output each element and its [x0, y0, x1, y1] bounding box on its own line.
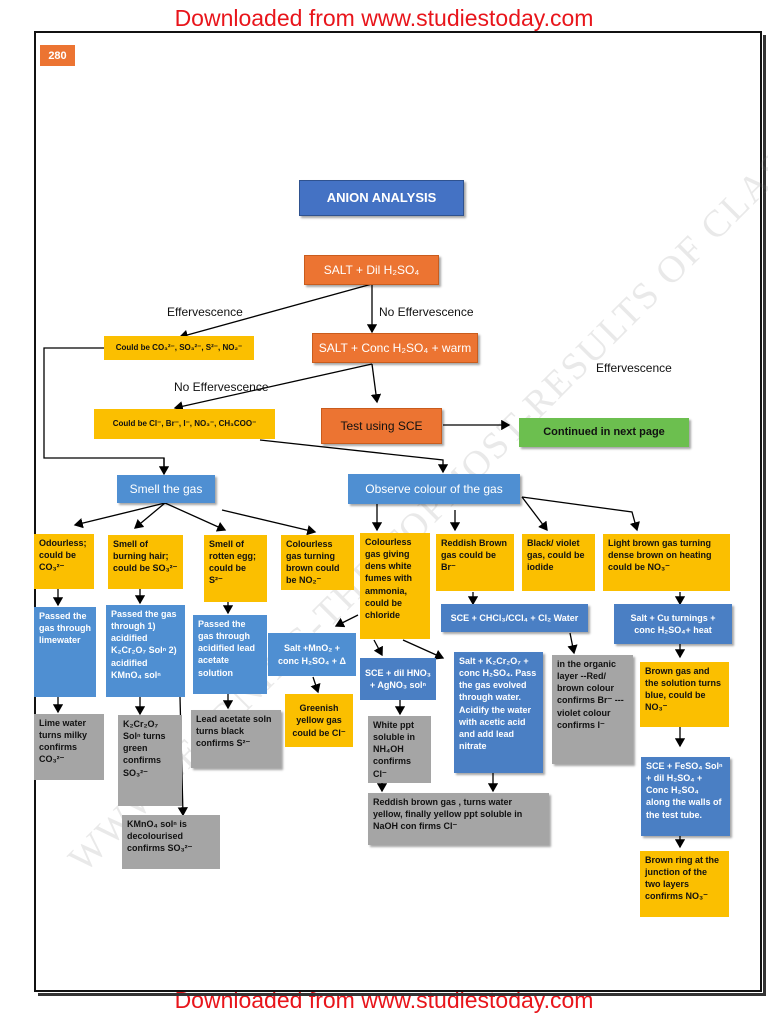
sce-hno3-agno3-box: SCE + dil HNO₃ + AgNO₃ solⁿ: [360, 658, 436, 700]
effervescence-label-2: Effervescence: [596, 361, 672, 375]
salt-dil-h2so4-box: SALT + Dil H₂SO₄: [304, 255, 439, 285]
salt-conc-h2so4-box: SALT + Conc H₂SO₄ + warm: [312, 333, 478, 363]
salt-mno2-box: Salt +MnO₂ + conc H₂SO₄ + Δ: [268, 633, 356, 676]
limewater-milky-box: Lime water turns milky confirms CO₃²⁻: [34, 714, 104, 780]
sce-chcl3-box: SCE + CHCl₃/CCl₄ + Cl₂ Water: [441, 604, 588, 632]
odourless-co3-box: Odourless; could be CO₃²⁻: [34, 534, 94, 589]
title-anion-analysis: ANION ANALYSIS: [299, 180, 464, 216]
sce-feso4-box: SCE + FeSO₄ Solⁿ + dil H₂SO₄ + Conc H₂SO…: [641, 757, 730, 836]
white-ppt-box: White ppt soluble in NH₄OH confirms Cl⁻: [368, 716, 431, 783]
kmno4-decolourised-box: KMnO₄ solⁿ is decolourised confirms SO₃²…: [122, 815, 220, 869]
page-number: 280: [40, 45, 75, 66]
no-effervescence-label-2: No Effervescence: [174, 380, 269, 394]
effervescence-label: Effervescence: [167, 305, 243, 319]
passed-lead-acetate-box: Passed the gas through acidified lead ac…: [193, 615, 267, 694]
colourless-fumes-chloride-box: Colourless gas giving dens white fumes w…: [360, 533, 430, 639]
organic-layer-box: in the organic layer --Red/ brown colour…: [552, 655, 633, 764]
brown-ring-box: Brown ring at the junction of the two la…: [640, 851, 729, 917]
observe-colour-box: Observe colour of the gas: [348, 474, 520, 504]
black-violet-iodide-box: Black/ violet gas, could be iodide: [522, 534, 595, 591]
could-be-co3-box: Could be CO₃²⁻, SO₃²⁻, S²⁻, NO₂⁻: [104, 336, 254, 360]
no-effervescence-label: No Effervescence: [379, 305, 474, 319]
passed-k2cr2o7-kmno4-box: Passed the gas through 1) acidified K₂Cr…: [106, 605, 185, 697]
reddish-brown-gas-box: Reddish brown gas , turns water yellow, …: [368, 793, 549, 845]
burning-hair-so3-box: Smell of burning hair; could be SO₃²⁻: [108, 535, 183, 589]
k2cr2o7-green-box: K₂Cr₂O₇ Solⁿ turns green confirms SO₃²⁻: [118, 715, 182, 806]
salt-k2cr2o7-box: Salt + K₂Cr₂O₇ + conc H₂SO₄. Pass the ga…: [454, 652, 543, 773]
header-download-text: Downloaded from www.studiestoday.com: [174, 5, 594, 31]
test-using-sce-box: Test using SCE: [321, 408, 442, 444]
page-frame-shadow: [38, 35, 766, 996]
could-be-cl-box: Could be Cl⁻, Br⁻, I⁻, NO₃⁻, CH₃COO⁻: [94, 409, 275, 439]
rotten-egg-s-box: Smell of rotten egg; could be S²⁻: [204, 535, 267, 602]
reddish-brown-br-box: Reddish Brown gas could be Br⁻: [436, 534, 514, 591]
salt-cu-turnings-box: Salt + Cu turnings + conc H₂SO₄+ heat: [614, 604, 732, 644]
continued-next-page-box: Continued in next page: [519, 418, 689, 447]
passed-limewater-box: Passed the gas through limewater: [34, 607, 96, 697]
greenish-yellow-cl-box: Greenish yellow gas could be Cl⁻: [285, 694, 353, 747]
page-frame: [34, 31, 762, 992]
brown-gas-solution-box: Brown gas and the solution turns blue, c…: [640, 662, 729, 727]
colourless-no2-box: Colourless gas turning brown could be NO…: [281, 535, 354, 590]
lead-acetate-black-box: Lead acetate soln turns black confirms S…: [191, 710, 281, 768]
smell-the-gas-box: Smell the gas: [117, 475, 215, 503]
light-brown-no3-box: Light brown gas turning dense brown on h…: [603, 534, 730, 591]
